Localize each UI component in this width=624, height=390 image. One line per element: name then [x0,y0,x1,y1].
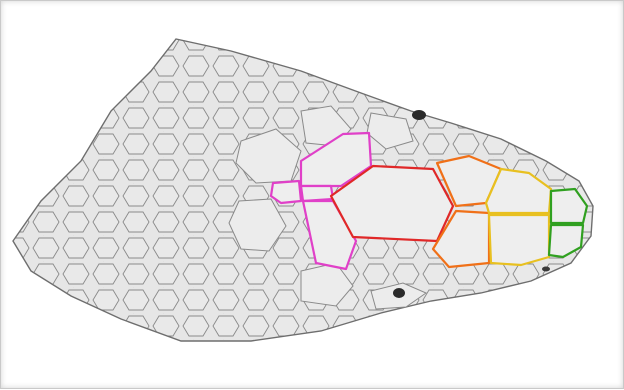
upper-eye-icon [412,110,426,120]
internasal-group [486,169,551,265]
lower-eye-icon [393,288,405,298]
nostril-icon [542,267,550,272]
rostral-group [549,189,587,257]
